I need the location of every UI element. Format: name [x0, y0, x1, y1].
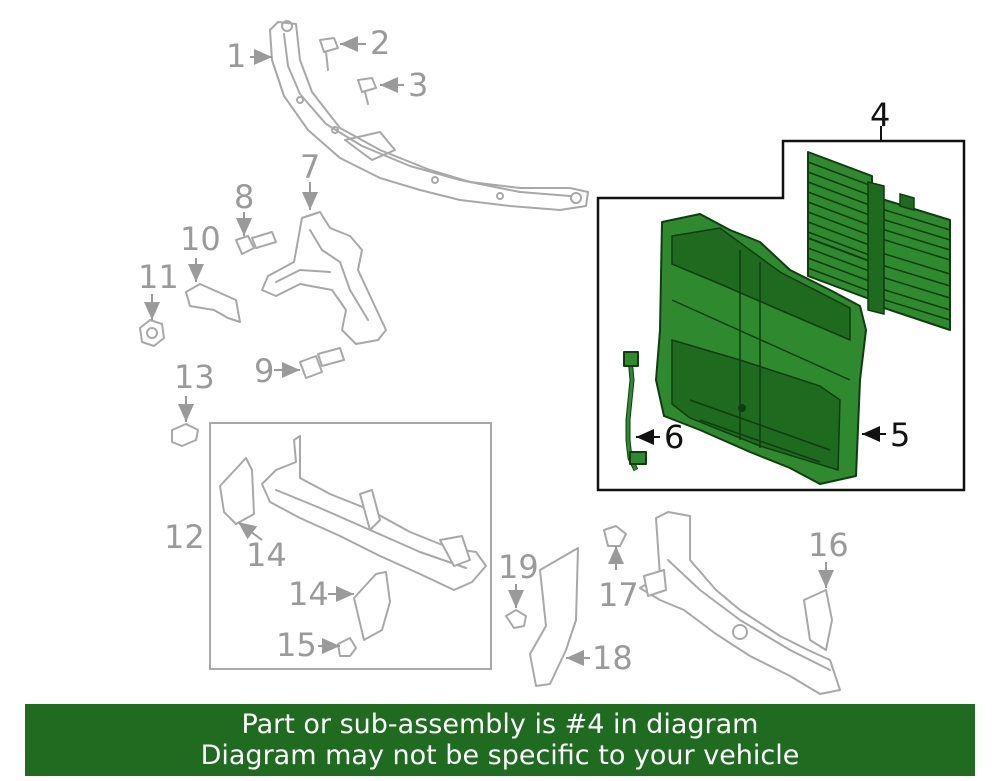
callout-7: 7: [300, 148, 320, 186]
clip-15: [337, 637, 357, 657]
callout-5: 5: [890, 416, 910, 454]
pin-17: [603, 525, 627, 547]
clip-10: [185, 283, 241, 323]
bolt-8: [235, 231, 277, 255]
deflector-14b: [353, 571, 391, 641]
callout-11: 11: [138, 258, 179, 296]
callout-14a: 14: [246, 536, 287, 574]
lower-support-16: [639, 511, 841, 695]
bolt-2: [319, 37, 339, 71]
callout-15: 15: [276, 626, 317, 664]
wiring-harness-6: [623, 351, 647, 472]
callout-1: 1: [226, 37, 246, 75]
leader-14a: [237, 521, 263, 541]
callout-18: 18: [592, 639, 633, 677]
callout-14b: 14: [288, 575, 329, 613]
shutter-louvers: [807, 151, 951, 331]
callout-3: 3: [408, 66, 428, 104]
shutter-frame-5: [655, 213, 867, 485]
callout-16: 16: [808, 526, 849, 564]
lower-bar-12: [261, 435, 487, 591]
bolt-3: [357, 77, 377, 105]
deflector-18: [529, 547, 579, 687]
bracket-7: [261, 211, 387, 345]
upper-support-bar: [269, 20, 589, 211]
callout-19: 19: [498, 548, 539, 586]
pin-13: [171, 423, 199, 447]
callout-17: 17: [598, 576, 639, 614]
banner-line-1: Part or sub-assembly is #4 in diagram: [241, 709, 759, 740]
bolt-9: [299, 347, 345, 379]
nut-11: [139, 319, 165, 347]
callout-13: 13: [174, 358, 215, 396]
callout-8: 8: [234, 178, 254, 216]
callout-12: 12: [164, 518, 205, 556]
pin-19: [505, 609, 527, 629]
banner-line-2: Diagram may not be specific to your vehi…: [200, 740, 800, 771]
deflector-14a: [219, 457, 255, 525]
notice-banner: Part or sub-assembly is #4 in diagram Di…: [25, 704, 975, 776]
callout-6: 6: [664, 418, 684, 456]
group-12-box: [209, 422, 492, 670]
callout-9: 9: [254, 352, 274, 390]
callout-10: 10: [180, 220, 221, 258]
callout-4: 4: [870, 96, 890, 134]
callout-2: 2: [370, 24, 390, 62]
assembly-4-box: [596, 139, 966, 492]
